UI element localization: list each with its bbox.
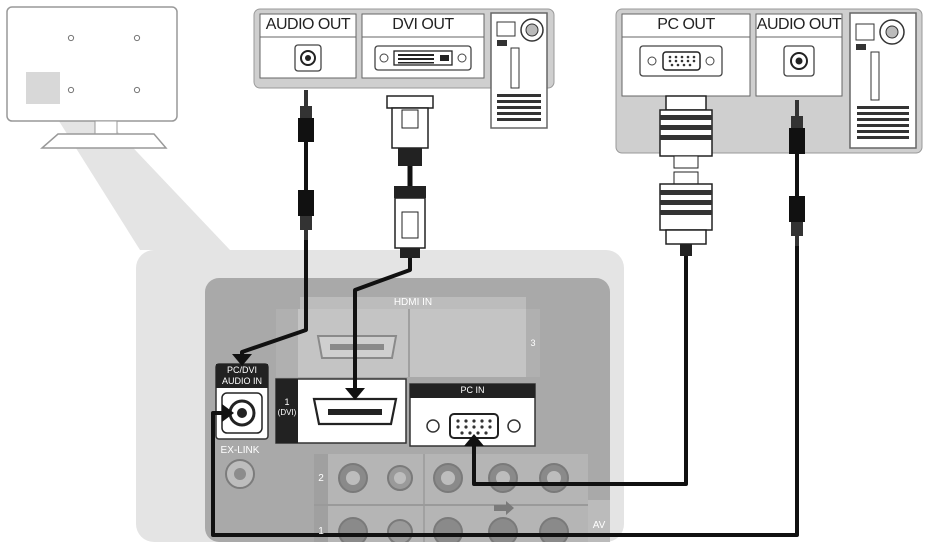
audio-out-label-right: AUDIO OUT (756, 16, 842, 33)
hdmi-port-1-sub-label: (DVI) (277, 408, 297, 417)
pc-dvi-audio-in-label-line2: AUDIO IN (221, 376, 262, 386)
computer-left (253, 8, 555, 129)
av-label: AV (592, 520, 606, 531)
cable-dvi-hdmi (345, 95, 434, 400)
cable-audio-left (232, 90, 314, 366)
hdmi-in-label: HDMI IN (393, 297, 433, 308)
hdmi-port-3-label: 3 (530, 338, 536, 348)
hdmi-port-1-label: 1 (284, 397, 290, 407)
cable-vga (464, 95, 713, 486)
tv-connection-panel (205, 278, 610, 542)
pc-dvi-audio-in-label-line1: PC/DVI (226, 365, 257, 375)
pc-out-label: PC OUT (657, 16, 715, 33)
ex-link-label: EX-LINK (220, 445, 260, 456)
av-row-1-label: 1 (318, 526, 324, 537)
dvi-out-label: DVI OUT (392, 16, 454, 33)
av-row-2-label: 2 (318, 473, 324, 484)
pc-in-label: PC IN (460, 385, 485, 395)
cable-audio-right (211, 100, 805, 537)
audio-out-label-left: AUDIO OUT (265, 16, 351, 33)
tv-back-view (6, 6, 178, 149)
